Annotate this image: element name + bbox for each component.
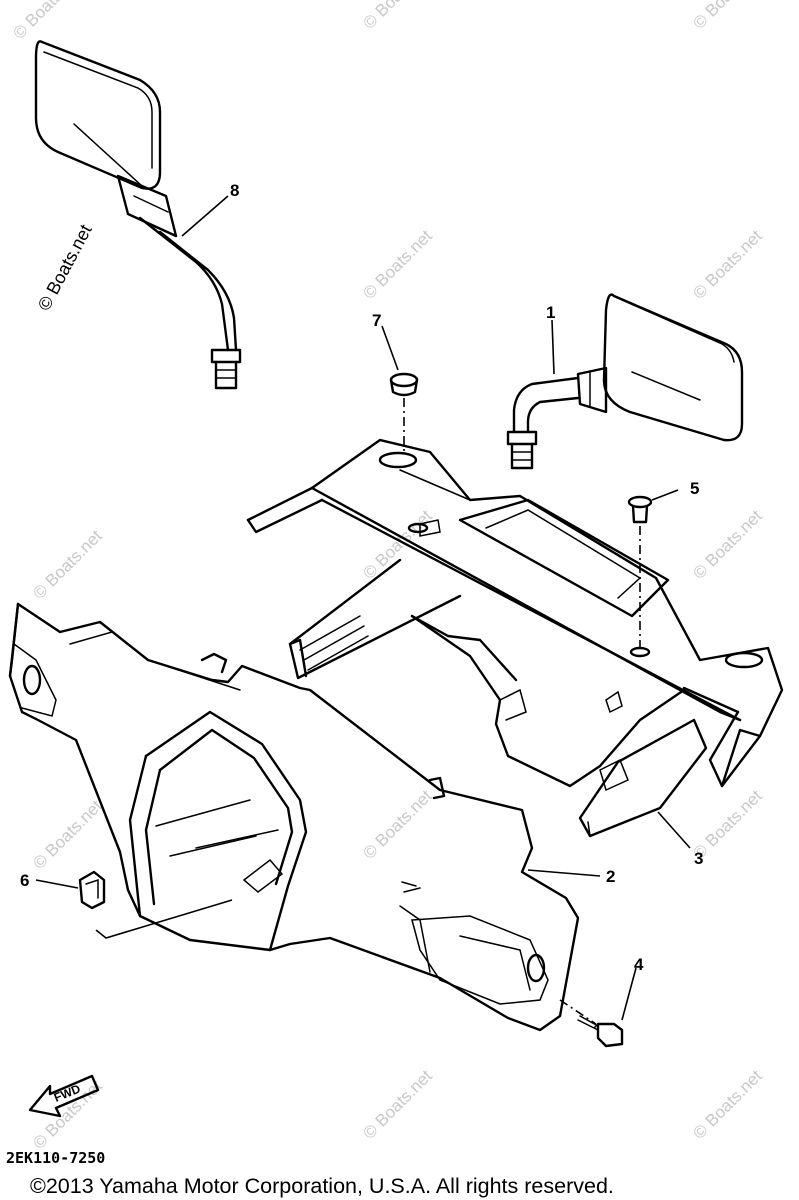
watermark: © Boats.net [689,1066,766,1143]
callout-7: 7 [372,311,381,330]
clip-nut [78,870,233,939]
watermark: © Boats.net [689,506,766,583]
watermark: © Boats.net [29,526,106,603]
callout-6: 6 [20,871,29,890]
callout-labels: 1 2 3 4 5 6 7 8 [20,181,703,974]
callout-1: 1 [546,303,555,322]
callout-2: 2 [606,867,615,886]
mirror-right [506,293,744,470]
mirror-left [34,40,242,390]
watermark: © Boats.net [359,0,436,33]
screw [627,495,653,648]
bolt [559,999,624,1048]
watermark: © Boats.net [29,796,106,873]
watermark: © Boats.net [359,786,436,863]
handlebar-cover-lower [246,438,784,838]
callout-4: 4 [634,955,644,974]
watermark: © Boats.net [9,0,86,43]
watermark: © Boats.net [689,0,766,33]
leader-lines [35,195,691,1021]
watermark: © Boats.net [359,506,436,583]
callout-8: 8 [230,181,239,200]
callout-3: 3 [694,849,703,868]
watermark: © Boats.net [34,221,96,314]
copyright-text: ©2013 Yamaha Motor Corporation, U.S.A. A… [30,1174,614,1198]
watermark: © Boats.net [689,226,766,303]
watermark: © Boats.net [359,1066,436,1143]
diagram-code: 2EK110-7250 [6,1149,105,1167]
plug-cap [389,372,419,452]
handlebar-cover-front [8,602,580,1032]
callout-5: 5 [690,479,699,498]
watermark: © Boats.net [359,226,436,303]
